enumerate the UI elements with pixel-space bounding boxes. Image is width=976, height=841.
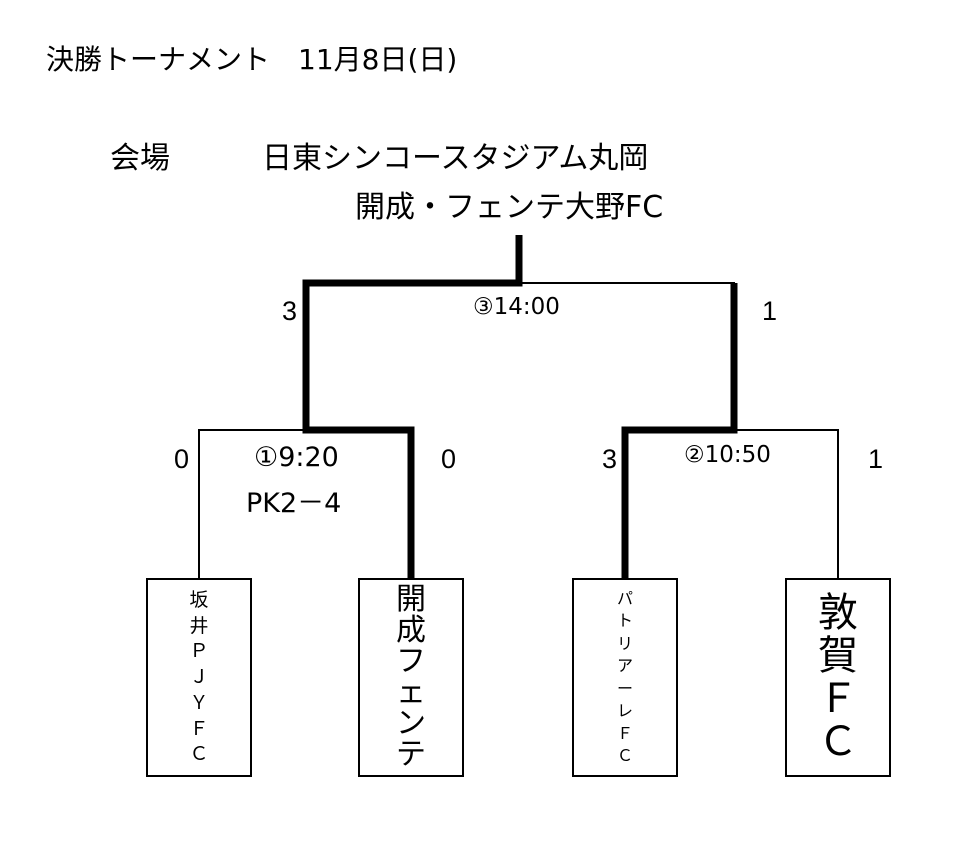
team-name-char: 敦 — [818, 590, 858, 636]
team-name-char: 開 — [396, 582, 426, 617]
final-score-left: 3 — [282, 296, 298, 326]
winner-path-team2 — [302, 235, 523, 578]
team-name-char: Ｆ — [818, 676, 858, 722]
team-name-char: Ｊ — [189, 666, 209, 688]
team-name-char: ー — [616, 678, 633, 698]
page-title: 決勝トーナメント 11月8日(日) — [46, 43, 458, 76]
semi1-pk-result: PK2－4 — [246, 488, 342, 519]
team-name-char: ト — [616, 611, 633, 631]
team-name-char: 井 — [189, 614, 209, 637]
venue-name: 日東シンコースタジアム丸岡 — [262, 141, 649, 176]
team-name-char: Ｆ — [616, 723, 633, 743]
team-name-char: 成 — [396, 613, 426, 648]
bracket-line-team1 — [198, 429, 306, 578]
team-name-char: パ — [616, 588, 633, 608]
team-name-char: 賀 — [818, 633, 858, 679]
team-name-char: Ｃ — [189, 743, 209, 766]
semi1-match-time: ①9:20 — [254, 442, 339, 473]
team-name-char: Ｐ — [189, 640, 209, 663]
semi2-score-left: 3 — [602, 444, 618, 474]
final-match-time: ③14:00 — [473, 294, 560, 320]
semi1-score-right: 0 — [441, 444, 457, 474]
team-name-char: Ｃ — [818, 719, 858, 765]
semi1-score-left: 0 — [174, 444, 190, 474]
semi2-score-right: 1 — [868, 444, 884, 474]
team-box-kaisei-fente: 開成フェンテ — [358, 578, 464, 777]
winner-path-team3 — [621, 283, 738, 578]
venue-host: 開成・フェンテ大野FC — [355, 190, 664, 225]
team-name-char: 坂 — [189, 588, 209, 611]
team-name-char: Ｙ — [189, 691, 209, 714]
team-name-char: リ — [616, 633, 633, 653]
team-name-char: ン — [396, 706, 426, 741]
team-name-char: ア — [616, 656, 633, 676]
team-name-char: Ｃ — [616, 746, 633, 766]
team-name-char: ェ — [396, 675, 426, 710]
team-name-char: レ — [616, 701, 633, 721]
team-name-char: テ — [396, 737, 426, 772]
bracket-line-team4 — [730, 429, 839, 578]
team-name-char: フ — [396, 644, 426, 679]
final-score-right: 1 — [762, 296, 778, 326]
semi2-match-time: ②10:50 — [684, 442, 771, 468]
venue-label: 会場 — [110, 141, 170, 176]
team-name-char: Ｆ — [189, 717, 209, 740]
